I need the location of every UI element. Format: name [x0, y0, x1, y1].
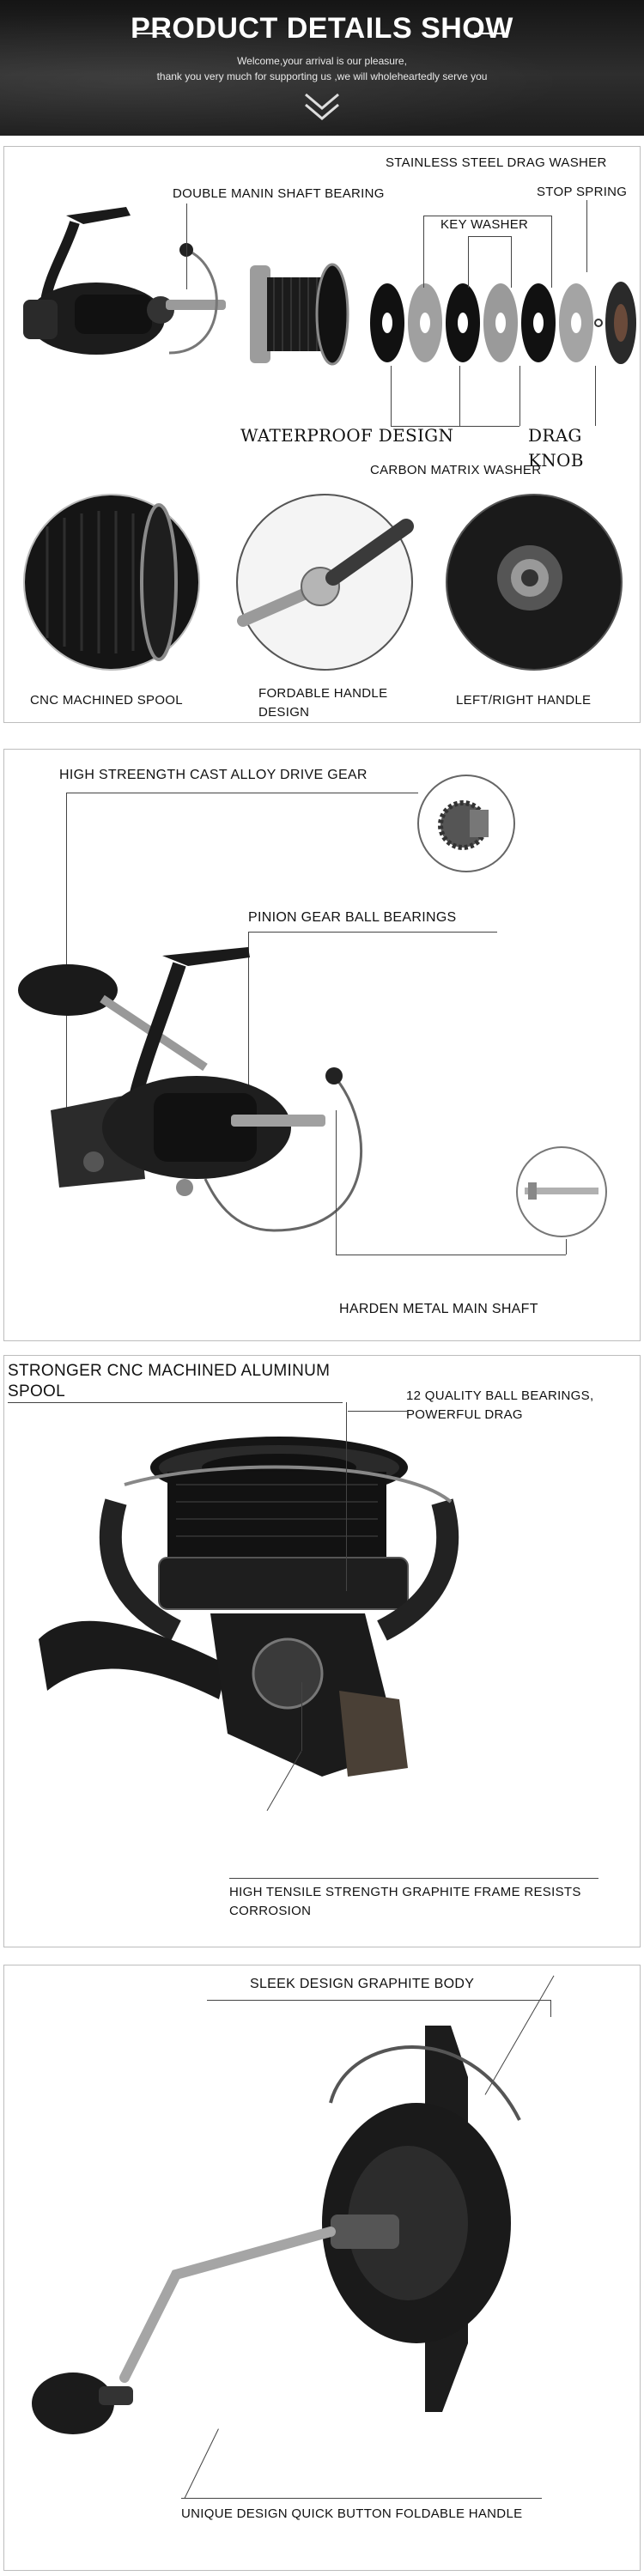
leader-line	[391, 366, 392, 426]
drive-gear-detail-image	[417, 775, 515, 872]
leader-line	[459, 366, 460, 426]
label-ball-bearings: 12 QUALITY BALL BEARINGS, POWERFUL DRAG	[406, 1388, 594, 1422]
label-carbon-washer: CARBON MATRIX WASHER	[370, 463, 542, 477]
label-cnc-spool: CNC MACHINED SPOOL	[30, 693, 183, 708]
label-drive-gear: HIGH STREENGTH CAST ALLOY DRIVE GEAR	[59, 768, 368, 782]
leader-line	[511, 236, 512, 288]
leader-line	[301, 1682, 302, 1751]
reel-back-image	[32, 2026, 521, 2434]
leader-line	[391, 426, 519, 427]
leader-line	[8, 1402, 343, 1403]
banner-background	[0, 0, 644, 136]
internals-section: HIGH STREENGTH CAST ALLOY DRIVE GEAR PIN…	[3, 749, 641, 1341]
label-graphite-frame: HIGH TENSILE STRENGTH GRAPHITE FRAME RES…	[229, 1885, 581, 1918]
main-shaft-detail-image	[516, 1146, 607, 1237]
label-stainless-washer: STAINLESS STEEL DRAG WASHER	[386, 155, 607, 170]
leader-line	[346, 1402, 347, 1591]
label-main-shaft: HARDEN METAL MAIN SHAFT	[339, 1302, 538, 1316]
leader-line	[336, 1110, 337, 1255]
construction-section: STRONGER CNC MACHINED ALUMINUM SPOOL 12 …	[3, 1355, 641, 1947]
thanks-text: thank you very much for supporting us ,w…	[156, 70, 488, 82]
leader-line	[550, 2000, 551, 2017]
leader-line	[423, 216, 424, 288]
washer-stack-image	[370, 282, 636, 364]
label-left-right-handle: LEFT/RIGHT HANDLE	[456, 693, 592, 708]
label-waterproof: WATERPROOF DESIGN	[240, 425, 454, 446]
label-graphite-body: SLEEK DESIGN GRAPHITE BODY	[250, 1977, 475, 1991]
label-quick-button: UNIQUE DESIGN QUICK BUTTON FOLDABLE HAND…	[181, 2506, 523, 2521]
reel-front-image	[39, 1437, 459, 1777]
leader-line	[248, 932, 497, 933]
reel-overview-image	[23, 207, 226, 355]
leader-line	[519, 366, 520, 426]
leader-line	[566, 1239, 567, 1255]
leader-line	[551, 216, 552, 288]
body-section: SLEEK DESIGN GRAPHITE BODY UNIQUE DESIGN…	[3, 1965, 641, 2571]
cnc-spool-detail-image	[23, 494, 200, 671]
label-double-bearing: DOUBLE MANIN SHAFT BEARING	[173, 186, 385, 201]
page-title: PRODUCT DETAILS SHOW	[131, 12, 513, 45]
components-section: DOUBLE MANIN SHAFT BEARING WATERPROOF DE…	[3, 146, 641, 723]
leader-line	[186, 204, 187, 289]
leader-line	[468, 236, 511, 237]
label-key-washer: KEY WASHER	[440, 217, 529, 232]
foldable-handle-detail-image	[236, 494, 414, 671]
label-pinion-bearings: PINION GEAR BALL BEARINGS	[248, 910, 457, 925]
leader-line	[595, 366, 596, 426]
leader-line	[229, 1878, 598, 1879]
leader-line	[468, 236, 469, 288]
leader-line	[181, 2498, 542, 2499]
reel-side-image	[18, 947, 363, 1232]
header-banner: PRODUCT DETAILS SHOW Welcome,your arriva…	[0, 0, 644, 136]
leader-line	[207, 2000, 550, 2001]
label-foldable-handle: FORDABLE HANDLE DESIGN	[258, 686, 388, 720]
left-right-handle-detail-image	[446, 494, 623, 671]
leader-line	[248, 932, 249, 1155]
spool-image	[250, 263, 349, 366]
chevron-down-icon	[305, 93, 339, 120]
title-rule-left	[136, 33, 170, 34]
title-rule-right	[474, 33, 508, 34]
label-stop-spring: STOP SPRING	[537, 185, 628, 199]
welcome-text: Welcome,your arrival is our pleasure,	[237, 55, 407, 67]
label-drag-knob: DRAG KNOB	[528, 425, 584, 471]
leader-line	[586, 200, 587, 272]
label-cnc-aluminum: STRONGER CNC MACHINED ALUMINUM SPOOL	[8, 1362, 331, 1400]
leader-line	[348, 1411, 408, 1412]
